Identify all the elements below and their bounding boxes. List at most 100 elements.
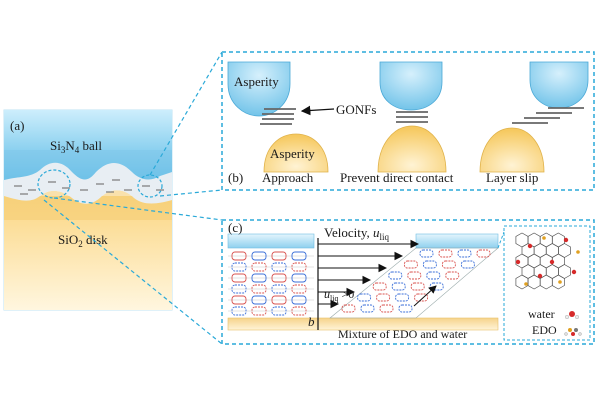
- molecule-cell-sheared: [391, 282, 406, 291]
- molecule-cell-sheared: [426, 271, 441, 280]
- molecule-cell: [231, 273, 247, 283]
- asperity-bottom-label: Asperity: [270, 146, 315, 161]
- molecule-cell-sheared: [414, 293, 429, 302]
- panel-c-tag: (c): [228, 220, 242, 235]
- panel-a: (a) Si3N4 ball SiO2 disk: [3, 109, 173, 311]
- molecule-cell-sheared: [372, 282, 387, 291]
- panel-b: Asperity GONFs Asperity (b) Approa: [221, 51, 595, 191]
- legend-water-label: water: [528, 307, 555, 321]
- molecule-cell: [231, 262, 247, 272]
- molecule-cell: [291, 306, 307, 316]
- panel-a-tag: (a): [10, 118, 24, 133]
- molecule-cell-sheared: [376, 293, 391, 302]
- asperity-top-2: [379, 61, 443, 111]
- panel-c: Velocity, uliq uliq >0 b Mixture of EDO …: [221, 219, 595, 345]
- oxygen-atom: [537, 273, 543, 279]
- gonfs-label: GONFs: [336, 102, 376, 117]
- molecule-cell-sheared: [379, 304, 394, 313]
- lubricant-dashes: [14, 179, 164, 195]
- molecule-cell-sheared: [419, 249, 434, 258]
- molecule-cell: [231, 284, 247, 294]
- asperity-bottom-1: [263, 133, 329, 173]
- water-molecule-icon: [565, 311, 580, 320]
- oxygen-atom: [527, 243, 533, 249]
- stage-label-prevent-contact: Prevent direct contact: [340, 170, 454, 185]
- molecule-cell-sheared: [403, 260, 418, 269]
- velocity-label: Velocity, uliq: [324, 225, 389, 242]
- molecule-cell: [251, 251, 267, 261]
- molecule-cell: [271, 306, 287, 316]
- inset-connector: [497, 231, 505, 249]
- asperity-top-label: Asperity: [234, 74, 279, 89]
- molecule-cell-sheared: [422, 260, 437, 269]
- mixture-label: Mixture of EDO and water: [338, 327, 467, 341]
- asperity-top-3: [529, 61, 589, 109]
- oxygen-atom: [571, 269, 577, 275]
- right-top-plate: [415, 233, 499, 249]
- asperity-bottom-3: [479, 127, 545, 173]
- left-mixture-grid: [228, 251, 314, 316]
- zoom-connectors: [43, 51, 223, 345]
- functional-group-atom: [576, 250, 580, 254]
- molecule-cell: [271, 284, 287, 294]
- molecule-cell: [251, 295, 267, 305]
- ball-contact-profile: [4, 150, 172, 180]
- gonfs-stack-3: [512, 107, 584, 124]
- molecule-cell: [231, 251, 247, 261]
- left-top-plate: [227, 233, 315, 249]
- molecule-cell-sheared: [388, 271, 403, 280]
- molecule-cell: [291, 295, 307, 305]
- functional-group-atom: [542, 236, 546, 240]
- edo-molecule-icon: [564, 328, 582, 336]
- molecule-cell-sheared: [457, 249, 472, 258]
- molecule-cell: [271, 295, 287, 305]
- disk-contact-profile: [4, 190, 172, 220]
- molecule-cell: [251, 306, 267, 316]
- lattice-hexagon: [551, 274, 565, 290]
- ball-label: Si3N4 ball: [50, 138, 102, 155]
- molecule-cell-sheared: [341, 304, 356, 313]
- panel-b-tag: (b): [228, 170, 243, 185]
- contact-circle-2: [137, 174, 163, 198]
- molecule-cell: [231, 306, 247, 316]
- graphene-oxide-lattice: [515, 232, 580, 290]
- asperity-bottom-2: [377, 125, 447, 173]
- oxygen-atom: [563, 237, 569, 243]
- molecule-cell: [291, 284, 307, 294]
- molecule-cell-sheared: [476, 249, 491, 258]
- contact-circle-1: [37, 169, 71, 199]
- molecule-cell: [271, 251, 287, 261]
- molecule-cell-sheared: [460, 260, 475, 269]
- gonfs-arrow: [300, 105, 335, 116]
- molecule-cell: [251, 262, 267, 272]
- gonfs-stack-1: [260, 108, 296, 125]
- molecule-cell: [231, 295, 247, 305]
- molecule-cell-sheared: [398, 304, 413, 313]
- asperity-top-1: [227, 61, 291, 117]
- oxygen-atom: [515, 259, 521, 265]
- legend-edo-label: EDO: [532, 323, 557, 337]
- sheared-mixture-grid: [341, 249, 491, 313]
- molecule-cell-sheared: [357, 293, 372, 302]
- functional-group-atom: [558, 280, 562, 284]
- molecule-cell: [271, 273, 287, 283]
- molecule-cell: [291, 251, 307, 261]
- molecule-cell-sheared: [395, 293, 410, 302]
- functional-group-atom: [524, 282, 528, 286]
- molecule-cell: [251, 273, 267, 283]
- height-label: b: [308, 314, 315, 329]
- lubricant-gap: [4, 162, 172, 204]
- molecule-cell-sheared: [407, 271, 422, 280]
- molecule-cell-sheared: [410, 282, 425, 291]
- stage-label-layer-slip: Layer slip: [486, 170, 538, 185]
- molecule-cell: [251, 284, 267, 294]
- molecule-cell-sheared: [438, 249, 453, 258]
- molecule-cell: [271, 262, 287, 272]
- oxygen-atom: [549, 259, 555, 265]
- molecule-cell: [291, 273, 307, 283]
- molecule-cell-sheared: [445, 271, 460, 280]
- velocity-gradient-label: uliq >0: [324, 287, 354, 303]
- molecule-cell: [291, 262, 307, 272]
- velocity-profile-arrows: [318, 239, 420, 309]
